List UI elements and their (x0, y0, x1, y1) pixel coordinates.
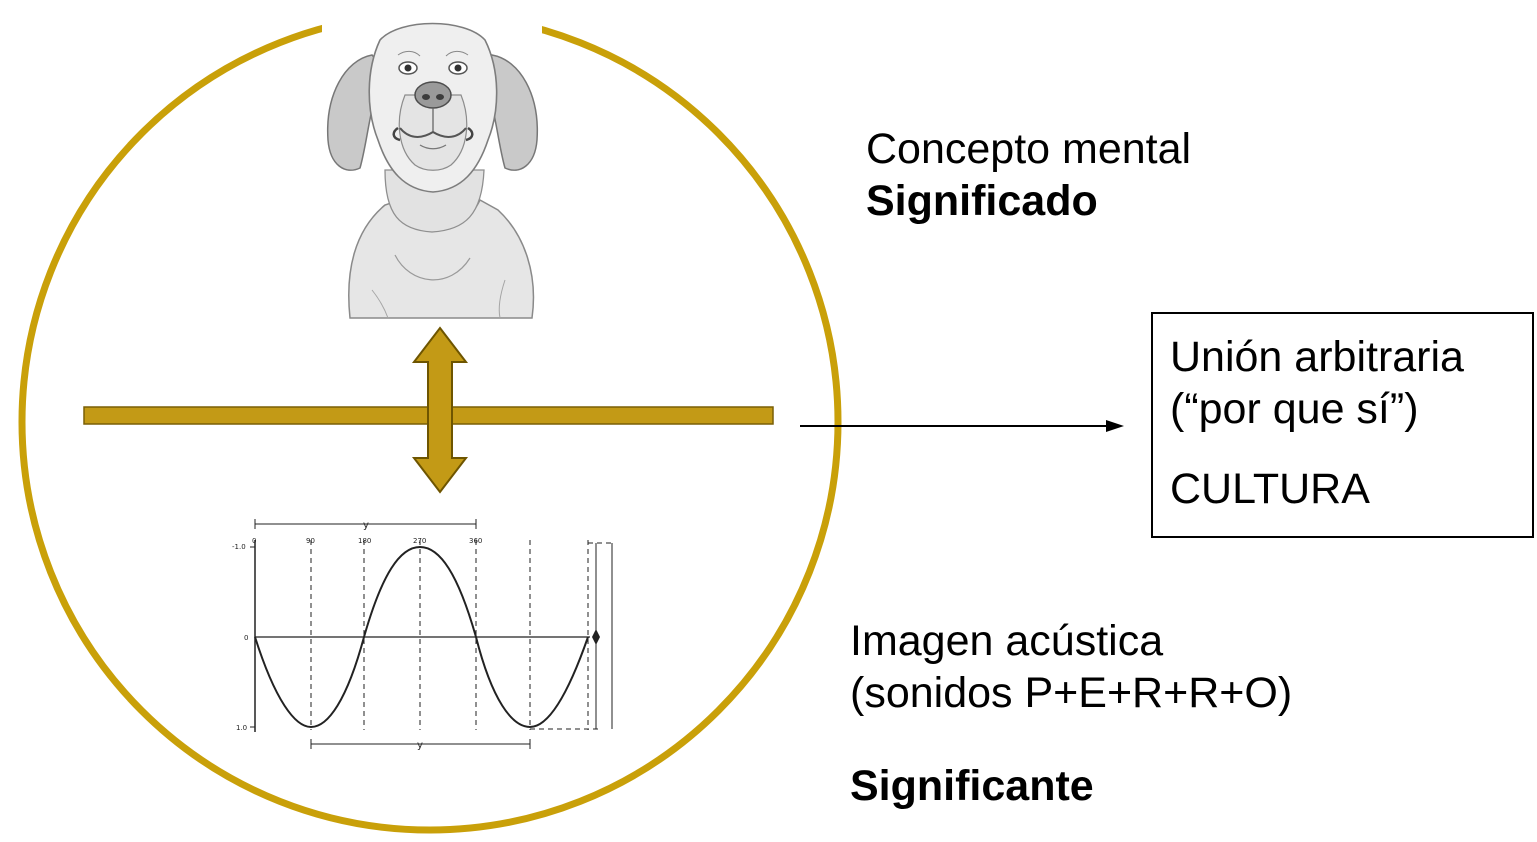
union-arbitraria-label: Unión arbitraria (1170, 333, 1464, 381)
wave-tick-label: 0 (252, 537, 256, 545)
wave-left-label: 0 (244, 634, 248, 642)
union-arbitraria-box: Unión arbitraria (“por que sí”) CULTURA (1151, 312, 1534, 538)
double-vertical-arrow-icon (411, 326, 469, 494)
wave-tick-label: 360 (469, 537, 482, 545)
concepto-mental-label: Concepto mental (866, 125, 1192, 173)
significante-label: Significante (850, 762, 1094, 810)
wave-left-label: -1.0 (232, 543, 246, 551)
wave-tick-label: 180 (358, 537, 371, 545)
wave-top-marker: y (363, 520, 369, 531)
por-que-si-label: (“por que sí”) (1170, 385, 1419, 433)
pointer-arrow (800, 420, 1124, 432)
dog-sketch-icon (322, 8, 542, 320)
wave-tick-label: 90 (306, 537, 315, 545)
wave-tick-label: 270 (413, 537, 426, 545)
cultura-label: CULTURA (1170, 465, 1370, 513)
wave-left-label: 1.0 (236, 724, 247, 732)
imagen-acustica-label: Imagen acústica (850, 617, 1164, 665)
wave-bottom-marker: y (417, 740, 423, 751)
sonidos-label: (sonidos P+E+R+R+O) (850, 669, 1293, 717)
sine-wave-graph-icon (250, 519, 615, 749)
significado-label: Significado (866, 177, 1098, 225)
